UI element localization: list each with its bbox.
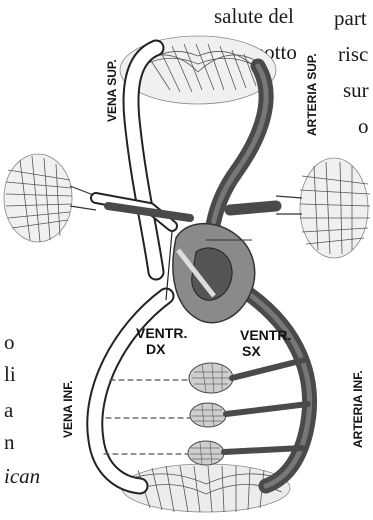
label-vena-sup: VENA SUP. (105, 59, 119, 122)
organ-capillary-2 (190, 403, 226, 427)
label-ventr-sx-line1: VENTR. (240, 327, 291, 343)
label-ventr-sx-line2: SX (242, 343, 261, 359)
capillary-bed-right-arm (276, 158, 370, 258)
heart (166, 224, 255, 323)
label-arteria-inf: ARTERIA INF. (351, 370, 365, 448)
label-arteria-sup: ARTERIA SUP. (305, 53, 319, 136)
label-vena-inf: VENA INF. (61, 380, 75, 438)
label-ventr-dx-line1: VENTR. (136, 325, 187, 341)
capillary-bed-left-arm (4, 154, 96, 242)
organ-capillary-1 (189, 363, 233, 393)
organ-capillary-3 (188, 441, 224, 465)
label-ventr-dx-line2: DX (146, 341, 166, 357)
